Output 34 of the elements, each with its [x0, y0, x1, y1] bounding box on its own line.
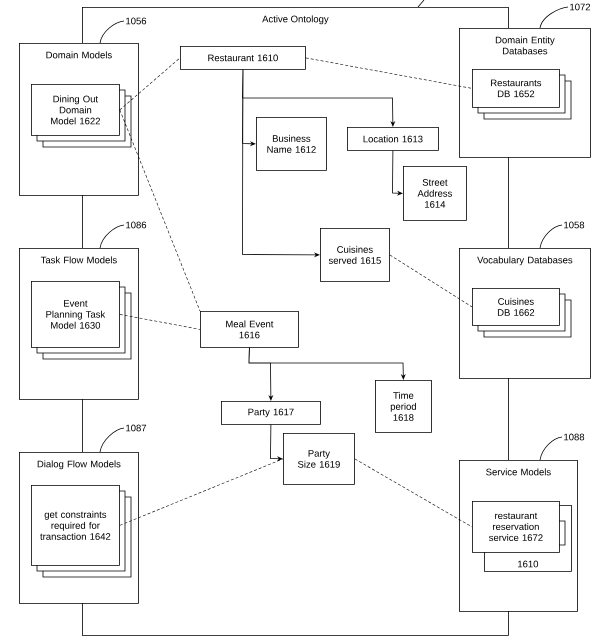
concept-box: Party Size 1619 [283, 433, 355, 485]
leader-line [540, 436, 562, 460]
stacked-box: Dining Out Domain Model 1622 [31, 84, 132, 148]
stacked-box: get constraints required for transaction 1642 [31, 485, 132, 578]
reference-number: 1058 [564, 222, 584, 228]
leader-line [540, 6, 568, 28]
reference-number: 1056 [126, 18, 146, 24]
concept-box: Cuisines served 1615 [320, 228, 390, 282]
dashed-link [390, 254, 472, 308]
concept-box: Restaurant 1610 [180, 46, 306, 70]
leader-line [100, 224, 124, 248]
dashed-link [120, 110, 200, 312]
reference-number: 1088 [564, 434, 584, 440]
reference-number: 1072 [570, 4, 590, 10]
stacked-box: Cuisines DB 1662 [472, 288, 572, 338]
concept-box: Time period 1618 [375, 380, 432, 433]
concept-box: Street Address 1614 [403, 166, 467, 221]
leader-line [100, 428, 124, 452]
leader-line [100, 20, 124, 44]
dashed-link [120, 458, 284, 526]
dashed-link [120, 314, 200, 330]
stacked-box: Event Planning Task Model 1630 [31, 281, 132, 360]
reference-number: 1086 [126, 222, 146, 228]
concept-box: Party 1617 [221, 401, 321, 425]
reference-number: 1087 [126, 424, 146, 432]
dashed-link [354, 458, 472, 528]
concept-box: Business Name 1612 [256, 117, 327, 171]
stacked-box: Restaurants DB 1652 [472, 69, 572, 120]
concept-box: restaurant reservation service 1672 [472, 501, 560, 553]
concept-box: Location 1613 [347, 127, 439, 151]
dashed-link [306, 58, 472, 89]
concept-box: Meal Event 1616 [200, 311, 299, 348]
leader-line [540, 224, 562, 248]
dashed-link [120, 58, 180, 110]
